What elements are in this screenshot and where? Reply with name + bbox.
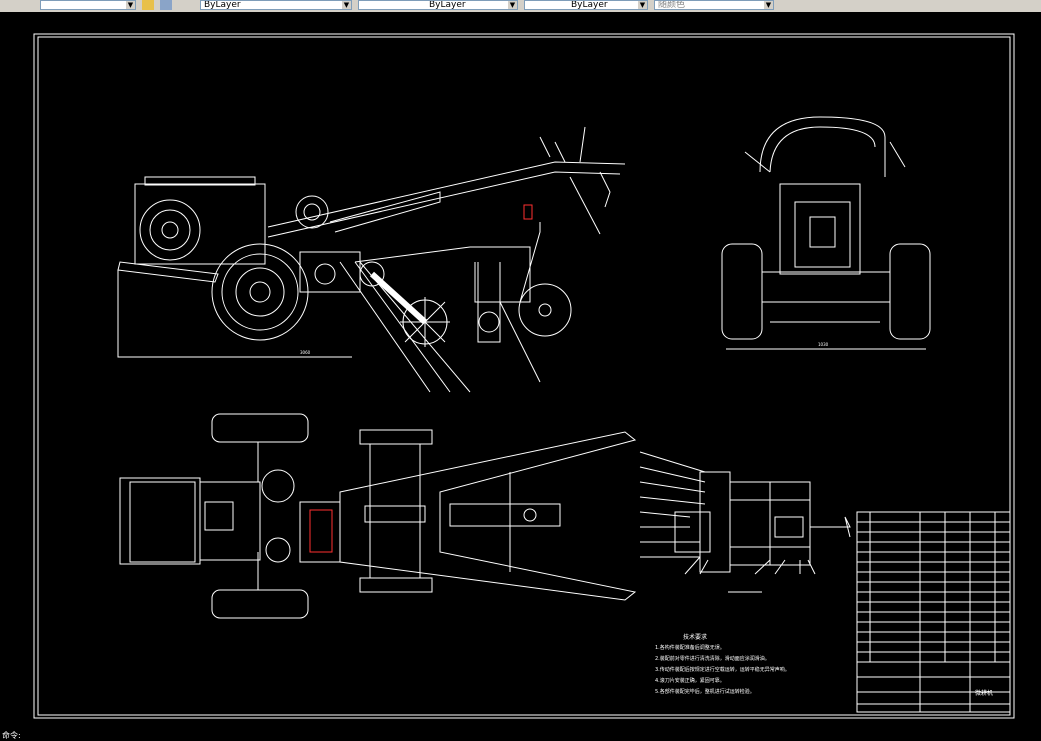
- layer-state-icon[interactable]: [142, 0, 154, 10]
- note-1: 1.各构件装配准备后调整无误。: [655, 645, 725, 651]
- chevron-down-icon[interactable]: ▼: [638, 1, 647, 9]
- section-detail-view: [639, 451, 851, 593]
- title-block-name: 微耕机: [975, 690, 994, 697]
- lineweight-combo-value: ByLayer: [571, 0, 608, 10]
- note-2: 2.装配前对零件进行清洗清除，滑动面应涂润滑油。: [655, 656, 770, 662]
- note-4: 4.滚刀片安装正确，紧固可靠。: [655, 678, 725, 684]
- drawing-canvas[interactable]: [0, 12, 1041, 731]
- command-prompt: 命令:: [2, 731, 21, 740]
- technical-requirements: 技术要求 1.各构件装配准备后调整无误。 2.装配前对零件进行清洗清除，滑动面应…: [655, 632, 855, 698]
- note-5: 5.各部件装配完毕后，整机进行试运转检验。: [655, 689, 755, 695]
- layer-combo[interactable]: ▼: [40, 0, 136, 10]
- plot-style-value: 随颜色: [658, 0, 686, 10]
- lineweight-combo[interactable]: ByLayer ▼: [524, 0, 648, 10]
- properties-toolbar: ▼ ByLayer ▼ ByLayer ▼ ByLayer ▼ 随颜色 ▼: [0, 0, 1041, 13]
- drawing-border-outer: [33, 33, 1015, 719]
- drawing-border-inner: [37, 36, 1011, 716]
- front-view: [721, 116, 931, 350]
- color-combo-value: ByLayer: [204, 0, 241, 10]
- plot-style-combo[interactable]: 随颜色 ▼: [654, 0, 774, 10]
- title-block: [856, 511, 1011, 713]
- note-3: 3.传动件装配后按规定进行空载运转，运转平稳无异常声响。: [655, 667, 790, 673]
- color-combo[interactable]: ByLayer ▼: [200, 0, 352, 10]
- chevron-down-icon[interactable]: ▼: [508, 1, 517, 9]
- linetype-combo[interactable]: ByLayer ▼: [358, 0, 518, 10]
- front-view-dimension: 3060: [300, 350, 311, 355]
- side-elevation-view: [117, 126, 626, 393]
- command-line[interactable]: 命令:: [0, 731, 1041, 741]
- chevron-down-icon[interactable]: ▼: [764, 1, 773, 9]
- chevron-down-icon[interactable]: ▼: [126, 1, 135, 9]
- chevron-down-icon[interactable]: ▼: [342, 1, 351, 9]
- linetype-combo-value: ByLayer: [429, 0, 466, 10]
- technical-requirements-title: 技术要求: [683, 634, 708, 641]
- plan-view: [119, 413, 637, 619]
- side-view-dimension: 1030: [818, 342, 829, 347]
- layer-previous-icon[interactable]: [160, 0, 172, 10]
